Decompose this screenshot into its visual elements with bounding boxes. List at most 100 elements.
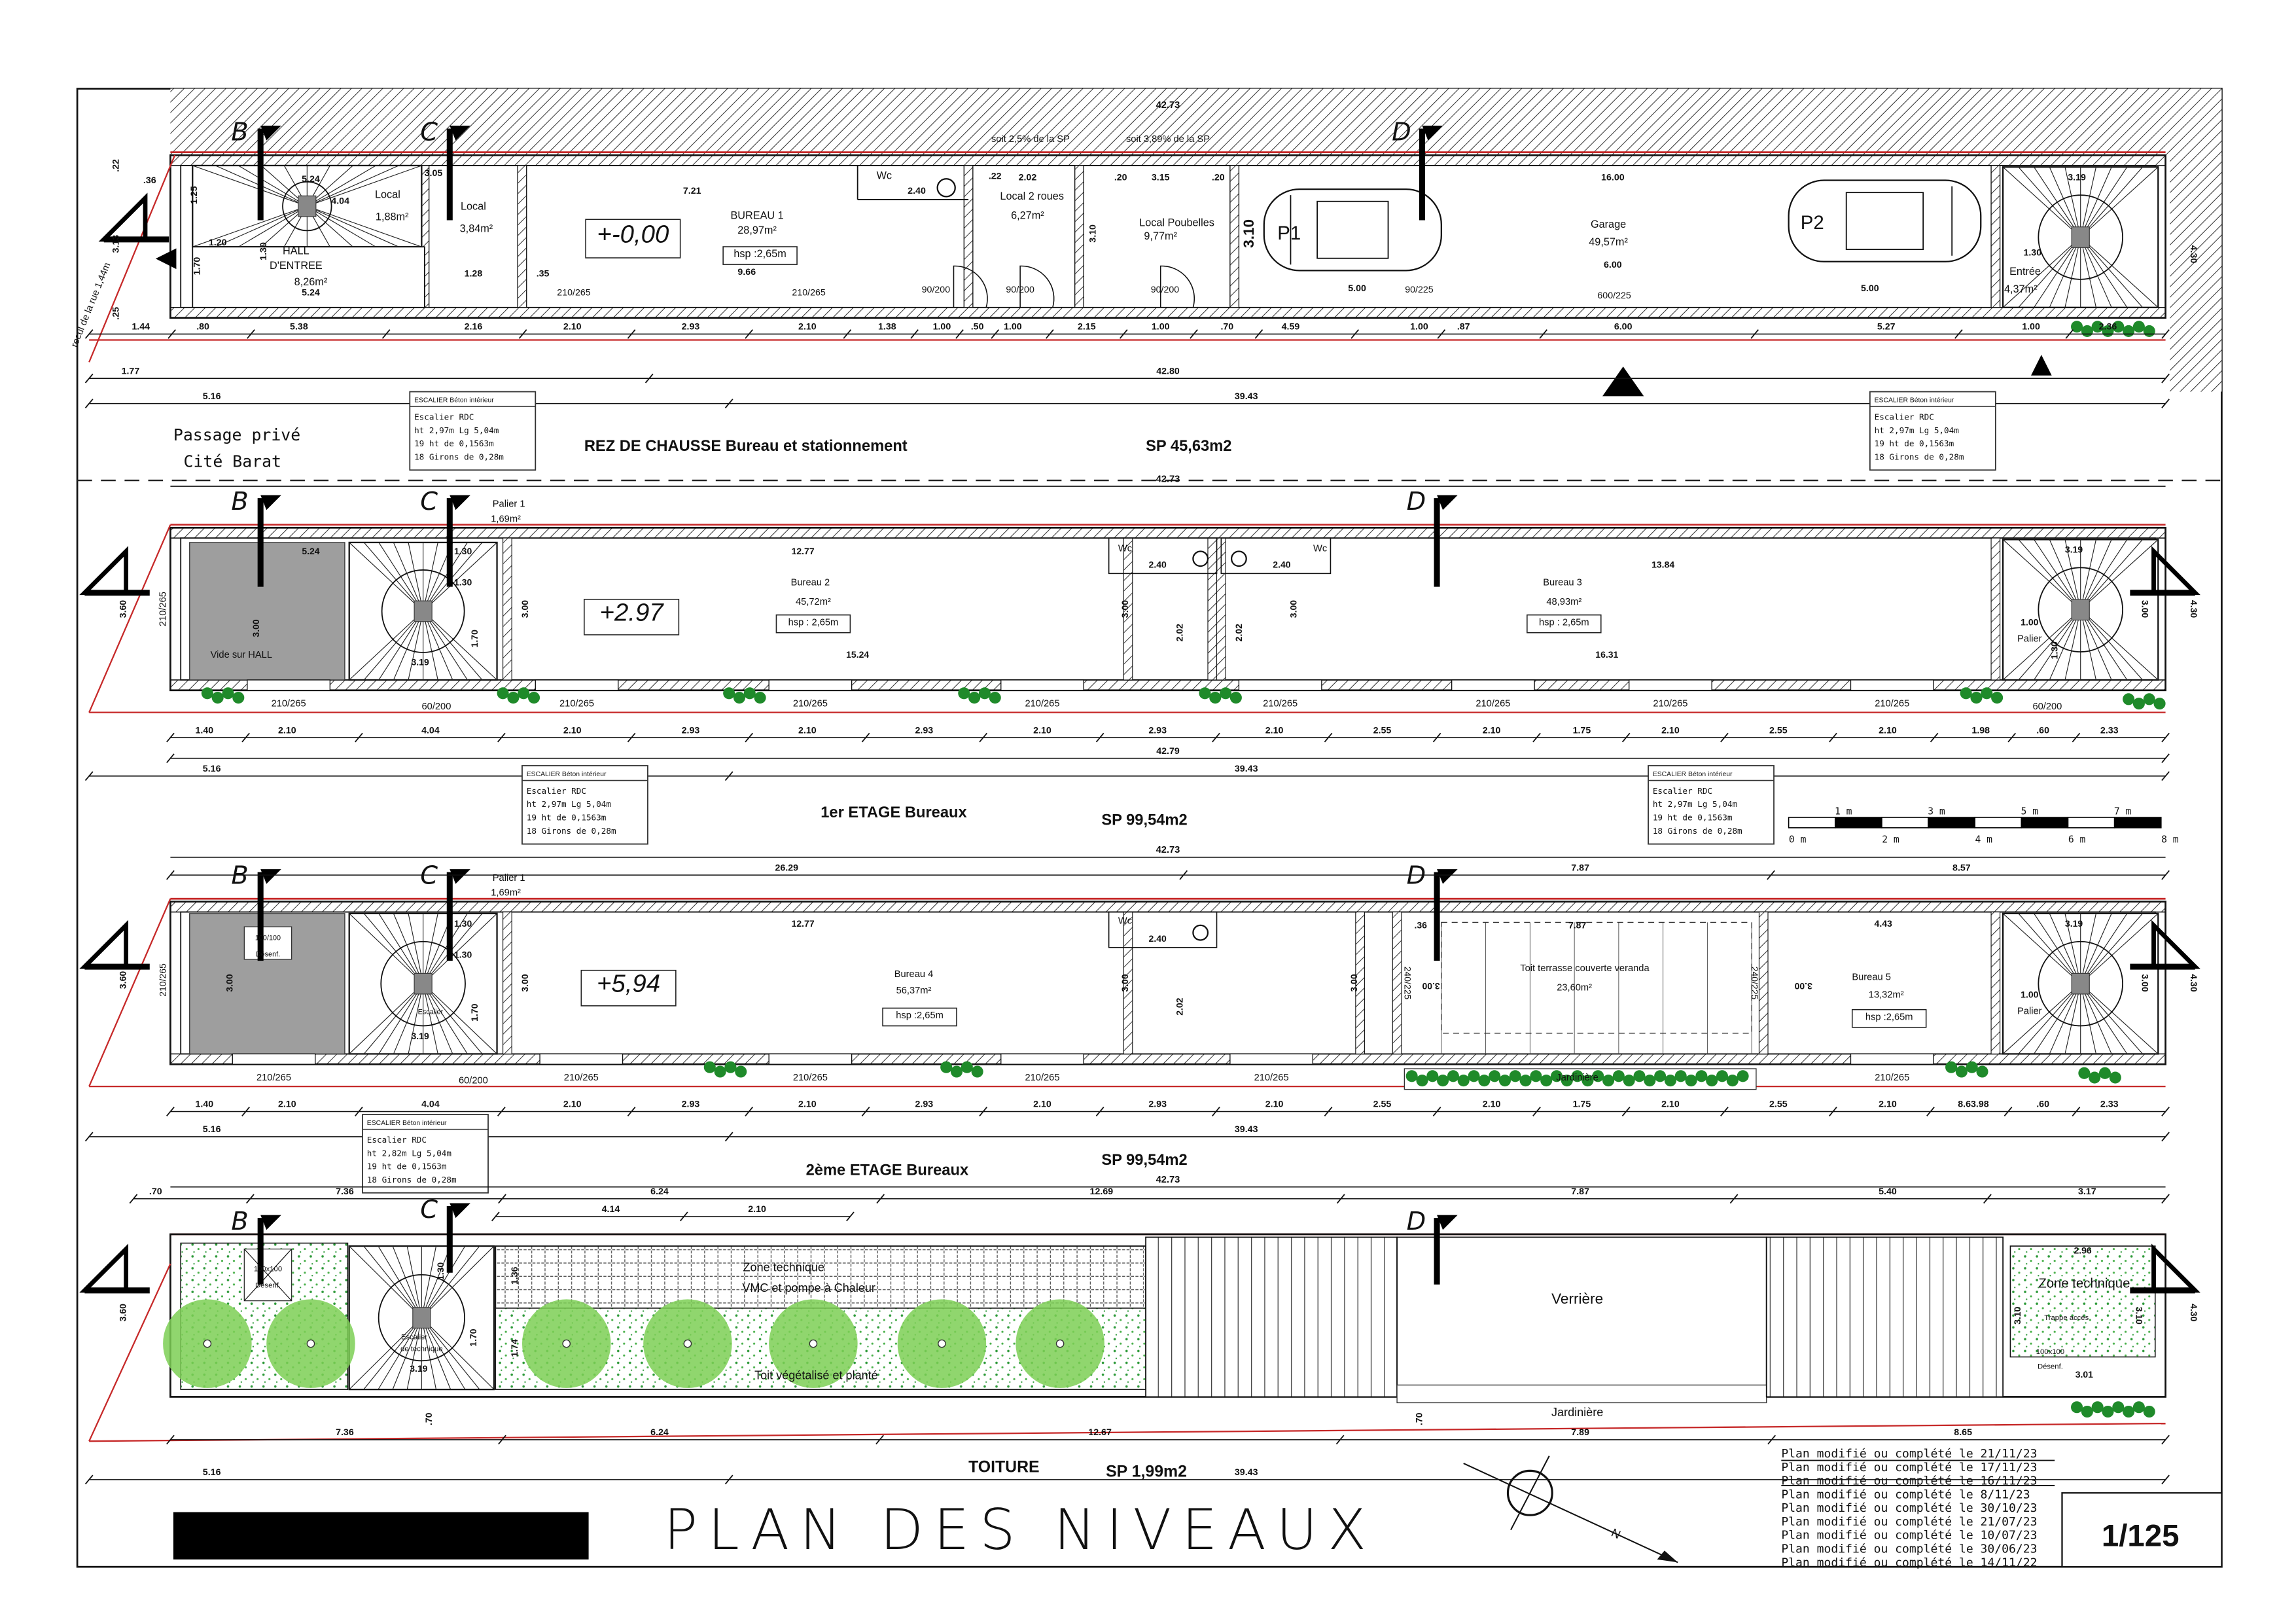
- shrub-icon: [1966, 1061, 1978, 1073]
- dimension-label: 2.55: [1769, 725, 1788, 736]
- shrub-icon: [222, 687, 234, 700]
- level-surface: SP 45,63m2: [1146, 438, 1231, 455]
- dimension-label: 4.04: [421, 725, 440, 736]
- stair-tread: [2080, 984, 2096, 1054]
- dimension-label: 2.10: [1483, 1099, 1501, 1110]
- shrub-icon: [950, 1065, 963, 1078]
- street-label: Cité Barat: [184, 452, 281, 471]
- revision-note: Plan modifié ou complété le 17/11/23: [1781, 1461, 2037, 1474]
- room-label: Bureau 5: [1852, 972, 1891, 982]
- dimension-tick: [1254, 329, 1263, 339]
- interior-wall: [1392, 912, 1402, 1054]
- dimension-label: 2.10: [1033, 725, 1051, 736]
- window-opening: [247, 679, 331, 691]
- room-label: 1,69m²: [491, 888, 521, 899]
- street-label: Passage privé: [173, 425, 300, 444]
- interior-wall: [1207, 537, 1218, 681]
- dimension-tick: [2161, 1474, 2170, 1485]
- room-label: Désenf.: [256, 950, 280, 958]
- dimension-tick: [1324, 732, 1333, 743]
- room-label: 13,32m²: [1869, 990, 1904, 1001]
- opening-label: 210/265: [1254, 1073, 1289, 1083]
- dimension-label: 16.31: [1595, 649, 1618, 660]
- dimension-label: 2.40: [1149, 933, 1167, 944]
- dimension-label: 2.10: [1033, 1099, 1051, 1110]
- opening-label: 210/265: [1875, 699, 1909, 709]
- stair-tread: [2080, 539, 2112, 610]
- dimension-tick: [2161, 1194, 2170, 1204]
- dimension-label: .87: [1457, 322, 1470, 332]
- shrub-icon: [1602, 1075, 1615, 1087]
- stair-tread: [421, 1317, 451, 1390]
- dimension-label: 42.79: [1156, 746, 1180, 757]
- shrub-icon: [1716, 1070, 1729, 1082]
- stair-tread: [2049, 237, 2081, 308]
- shrub-icon: [518, 687, 530, 700]
- scale-bar-segment: [2113, 817, 2162, 829]
- dimension-tick: [2072, 732, 2081, 743]
- opening-label: 60/200: [2032, 702, 2062, 712]
- stair-tread: [421, 1245, 437, 1318]
- dimension-tick: [518, 329, 527, 339]
- north-label: N: [1610, 1526, 1623, 1542]
- zone-label: Jardinière: [1551, 1406, 1603, 1419]
- stair-box-treads: 18 Girons de 0,28m: [527, 826, 616, 836]
- dimension-label: 12.67: [1088, 1427, 1112, 1438]
- shrub-icon: [733, 692, 746, 704]
- shrub-icon: [1976, 1065, 1988, 1078]
- toilet-icon: [1230, 550, 1247, 567]
- dimension-label: 2.55: [1769, 1099, 1788, 1110]
- dimension-tick: [2065, 329, 2074, 339]
- window-opening: [768, 1053, 853, 1065]
- stair-tread: [2080, 983, 2112, 1054]
- opening-label: 210/265: [557, 288, 590, 298]
- stair-box-treads: 18 Girons de 0,28m: [414, 452, 504, 461]
- stair-box-header: ESCALIER Béton intérieur: [527, 771, 607, 778]
- dimension-tick: [497, 1107, 506, 1116]
- shrub-icon: [1737, 1070, 1749, 1082]
- dimension-label: 1.00: [1152, 322, 1170, 332]
- dimension-tick: [1767, 1435, 1776, 1445]
- stair-tread: [2080, 539, 2096, 610]
- section-flag-icon: [1422, 125, 1443, 141]
- dimension-label: 3.00: [224, 974, 234, 991]
- redaction-bar: [173, 1512, 589, 1560]
- stair-tread: [349, 913, 424, 984]
- room-label: Local: [461, 201, 486, 213]
- opening-label: 100/100: [255, 935, 281, 942]
- section-arrow-icon: [2151, 1243, 2200, 1293]
- shrub-icon: [2098, 1067, 2111, 1079]
- dimension-label: 1.30: [454, 918, 472, 929]
- dimension-label: 2.10: [798, 1099, 817, 1110]
- dimension-tick: [645, 373, 654, 383]
- stair-tread: [423, 913, 468, 984]
- dimension-label: 6.24: [650, 1186, 669, 1197]
- shrub-icon: [735, 1065, 747, 1078]
- dimension-label: 2.93: [682, 322, 700, 332]
- section-flag-icon: [260, 495, 281, 510]
- tree-trunk: [809, 1339, 818, 1348]
- room-label: BUREAU 1: [730, 209, 783, 221]
- window-opening: [1629, 679, 1712, 691]
- tree-trunk: [203, 1339, 212, 1348]
- dimension-tick: [875, 1435, 884, 1445]
- stair-tread: [423, 983, 483, 1054]
- dimension-label: .20: [1212, 173, 1225, 183]
- section-flag-icon: [450, 1203, 470, 1219]
- neighbour-hatch: [2170, 155, 2222, 392]
- dimension-tick: [876, 1194, 885, 1204]
- dimension-tick: [979, 732, 988, 743]
- dimension-label: 1.30: [454, 546, 472, 556]
- dimension-label: 4.59: [1282, 322, 1300, 332]
- shrub-icon: [2123, 325, 2135, 337]
- stair-tread: [421, 1245, 480, 1318]
- dimension-tick: [166, 753, 175, 764]
- dimension-label: 9.66: [737, 267, 756, 277]
- stair-tread: [2018, 237, 2081, 308]
- stair-tread: [423, 542, 497, 612]
- window-opening: [539, 1053, 624, 1065]
- dimension-label: 1.00: [933, 322, 951, 332]
- shrub-icon: [2089, 1071, 2101, 1084]
- dimension-label: .36: [143, 175, 156, 186]
- dimension-label: 1.30: [454, 577, 472, 587]
